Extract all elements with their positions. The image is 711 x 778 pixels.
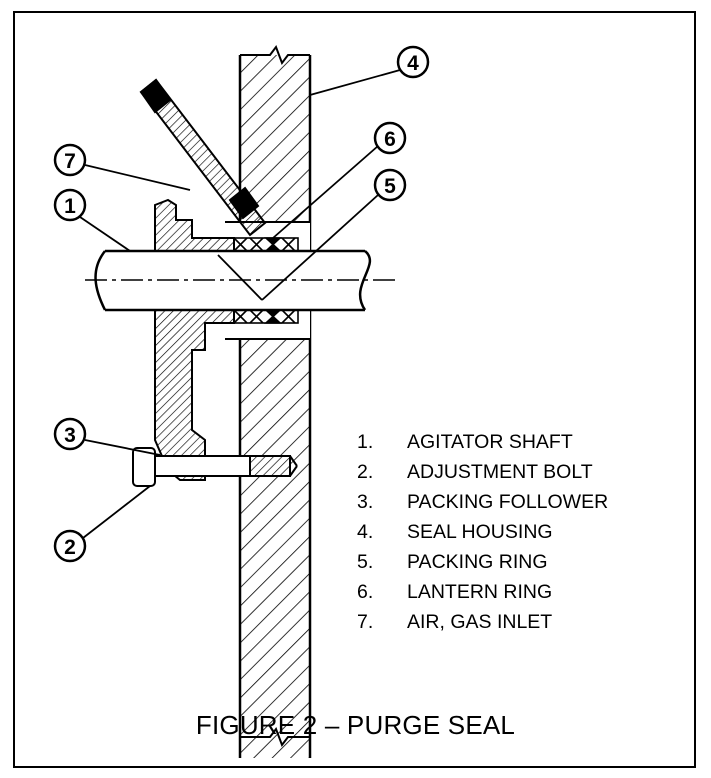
- legend-number: 7.: [357, 611, 374, 633]
- legend-label: SEAL HOUSING: [407, 521, 553, 543]
- legend-number: 5.: [357, 551, 374, 573]
- legend-number: 2.: [357, 461, 374, 483]
- legend-item: 4. SEAL HOUSING: [357, 517, 553, 547]
- legend-item: 7. AIR, GAS INLET: [357, 607, 552, 637]
- legend-number: 1.: [357, 431, 374, 453]
- legend-number: 3.: [357, 491, 374, 513]
- callout-3: 3: [53, 417, 161, 456]
- callout-6-number: 6: [384, 128, 396, 151]
- callout-5-number: 5: [384, 175, 396, 198]
- air-gas-inlet: [139, 78, 267, 237]
- legend-label: PACKING FOLLOWER: [407, 491, 609, 513]
- callout-3-number: 3: [64, 424, 76, 447]
- callout-1: 1: [53, 188, 131, 252]
- seal-housing: [225, 44, 312, 758]
- legend-number: 6.: [357, 581, 374, 603]
- legend-item: 6. LANTERN RING: [357, 577, 552, 607]
- packing-ring: [233, 237, 299, 324]
- callout-4-number: 4: [407, 52, 419, 75]
- packing-follower: [154, 198, 235, 481]
- legend-label: AGITATOR SHAFT: [407, 431, 573, 453]
- callout-4: 4: [309, 45, 430, 96]
- legend-item: 3. PACKING FOLLOWER: [357, 487, 608, 517]
- callout-2: 2: [53, 485, 151, 563]
- legend-label: PACKING RING: [407, 551, 548, 573]
- legend-number: 4.: [357, 521, 374, 543]
- adjustment-bolt: [132, 447, 298, 487]
- callout-5: 5: [217, 168, 407, 301]
- legend-item: 2. ADJUSTMENT BOLT: [357, 457, 593, 487]
- callout-6: 6: [272, 121, 407, 239]
- callout-1-number: 1: [64, 195, 76, 218]
- callout-7: 7: [53, 143, 191, 191]
- legend-label: AIR, GAS INLET: [407, 611, 553, 633]
- legend-label: ADJUSTMENT BOLT: [407, 461, 593, 483]
- legend-item: 1. AGITATOR SHAFT: [357, 427, 573, 457]
- legend-item: 5. PACKING RING: [357, 547, 548, 577]
- callout-2-number: 2: [64, 536, 76, 559]
- callout-7-number: 7: [64, 150, 76, 173]
- legend-label: LANTERN RING: [407, 581, 553, 603]
- figure-caption: FIGURE 2 – PURGE SEAL: [195, 710, 516, 740]
- figure-frame: [13, 11, 696, 768]
